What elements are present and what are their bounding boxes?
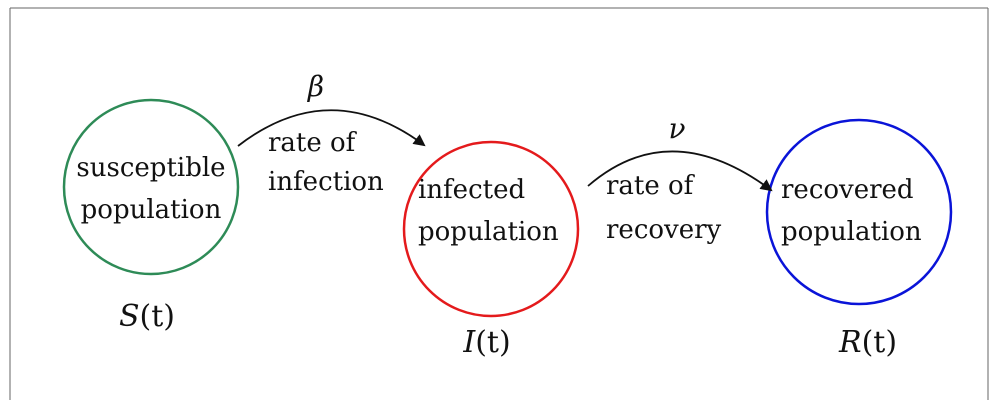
infection-arrow: [237, 109, 426, 147]
recovered-label-line1: recovered: [781, 175, 914, 205]
recovered-node: recovered population R(t): [765, 118, 953, 360]
recovery-rate-symbol: ν: [668, 112, 685, 145]
recovered-label-line2: population: [781, 217, 922, 247]
infected-symbol-args: (t): [475, 325, 510, 360]
frame: [9, 7, 989, 400]
susceptible-symbol: S(t): [119, 299, 175, 334]
infected-symbol-letter: I: [462, 325, 476, 360]
infected-symbol: I(t): [462, 325, 510, 360]
infection-transition: β rate of infection: [237, 70, 426, 197]
susceptible-label-line2: population: [81, 195, 222, 225]
recovered-symbol: R(t): [838, 325, 897, 360]
susceptible-circle: [62, 98, 240, 276]
infected-label-line1: infected: [418, 175, 525, 205]
recovery-arrow: [587, 150, 773, 192]
infected-label-line2: population: [418, 217, 559, 247]
infected-circle: [402, 140, 580, 318]
infected-node: infected population I(t): [402, 140, 580, 360]
susceptible-symbol-letter: S: [119, 299, 140, 334]
recovered-circle: [765, 118, 953, 306]
susceptible-symbol-args: (t): [140, 299, 175, 334]
infection-rate-symbol: β: [307, 70, 324, 103]
recovery-transition: ν rate of recovery: [587, 112, 773, 245]
recovery-label-line2: recovery: [606, 215, 722, 245]
infection-label-line1: rate of: [268, 128, 358, 158]
recovered-symbol-args: (t): [862, 325, 897, 360]
recovered-symbol-letter: R: [838, 325, 862, 360]
recovery-label-line1: rate of: [606, 171, 696, 201]
susceptible-node: susceptible population S(t): [62, 98, 240, 334]
susceptible-label-line1: susceptible: [76, 153, 225, 183]
infection-label-line2: infection: [268, 167, 384, 197]
